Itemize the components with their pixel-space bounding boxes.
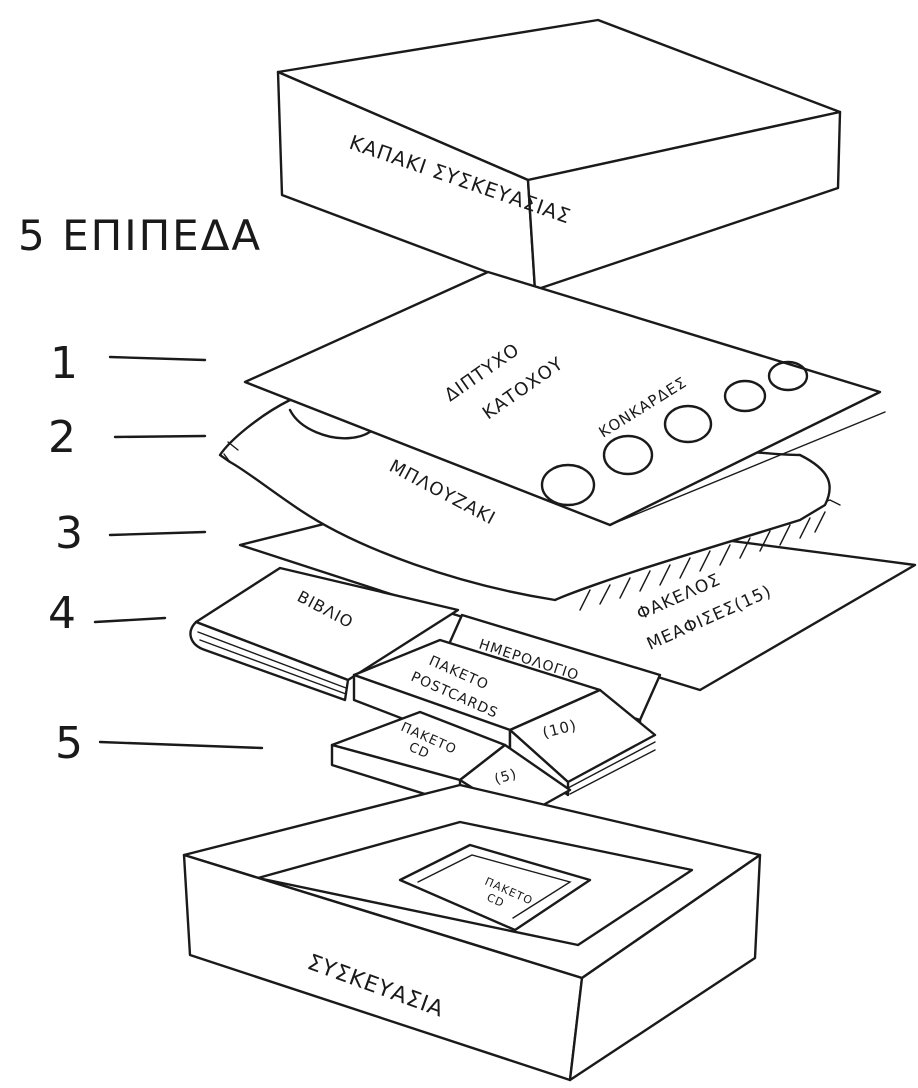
level-4-leader-line — [95, 618, 165, 622]
level-5-marker: 5 — [55, 718, 262, 769]
level-2-leader-line — [115, 436, 205, 437]
level-5-leader-line — [100, 742, 262, 748]
level-1-marker: 1 — [50, 338, 205, 389]
level-number-4: 4 — [48, 588, 76, 639]
level-1-leader-line — [110, 357, 205, 360]
level-number-1: 1 — [50, 338, 78, 389]
level-number-5: 5 — [55, 718, 83, 769]
level-4-marker: 4 — [48, 588, 165, 639]
level-number-2: 2 — [48, 412, 76, 463]
level-number-3: 3 — [55, 508, 83, 559]
level-2-marker: 2 — [48, 412, 205, 463]
level-3-leader-line — [110, 532, 205, 535]
box-drawing: ΠΑΚΕΤΟ CD ΣΥΣΚΕΥΑΣΙΑ — [184, 785, 760, 1080]
lid-drawing: ΚΑΠΑΚΙ ΣΥΣΚΕΥΑΣΙΑΣ — [278, 20, 840, 290]
heading: 5 ΕΠΙΠΕΔΑ — [18, 211, 262, 260]
level-3-marker: 3 — [55, 508, 205, 559]
